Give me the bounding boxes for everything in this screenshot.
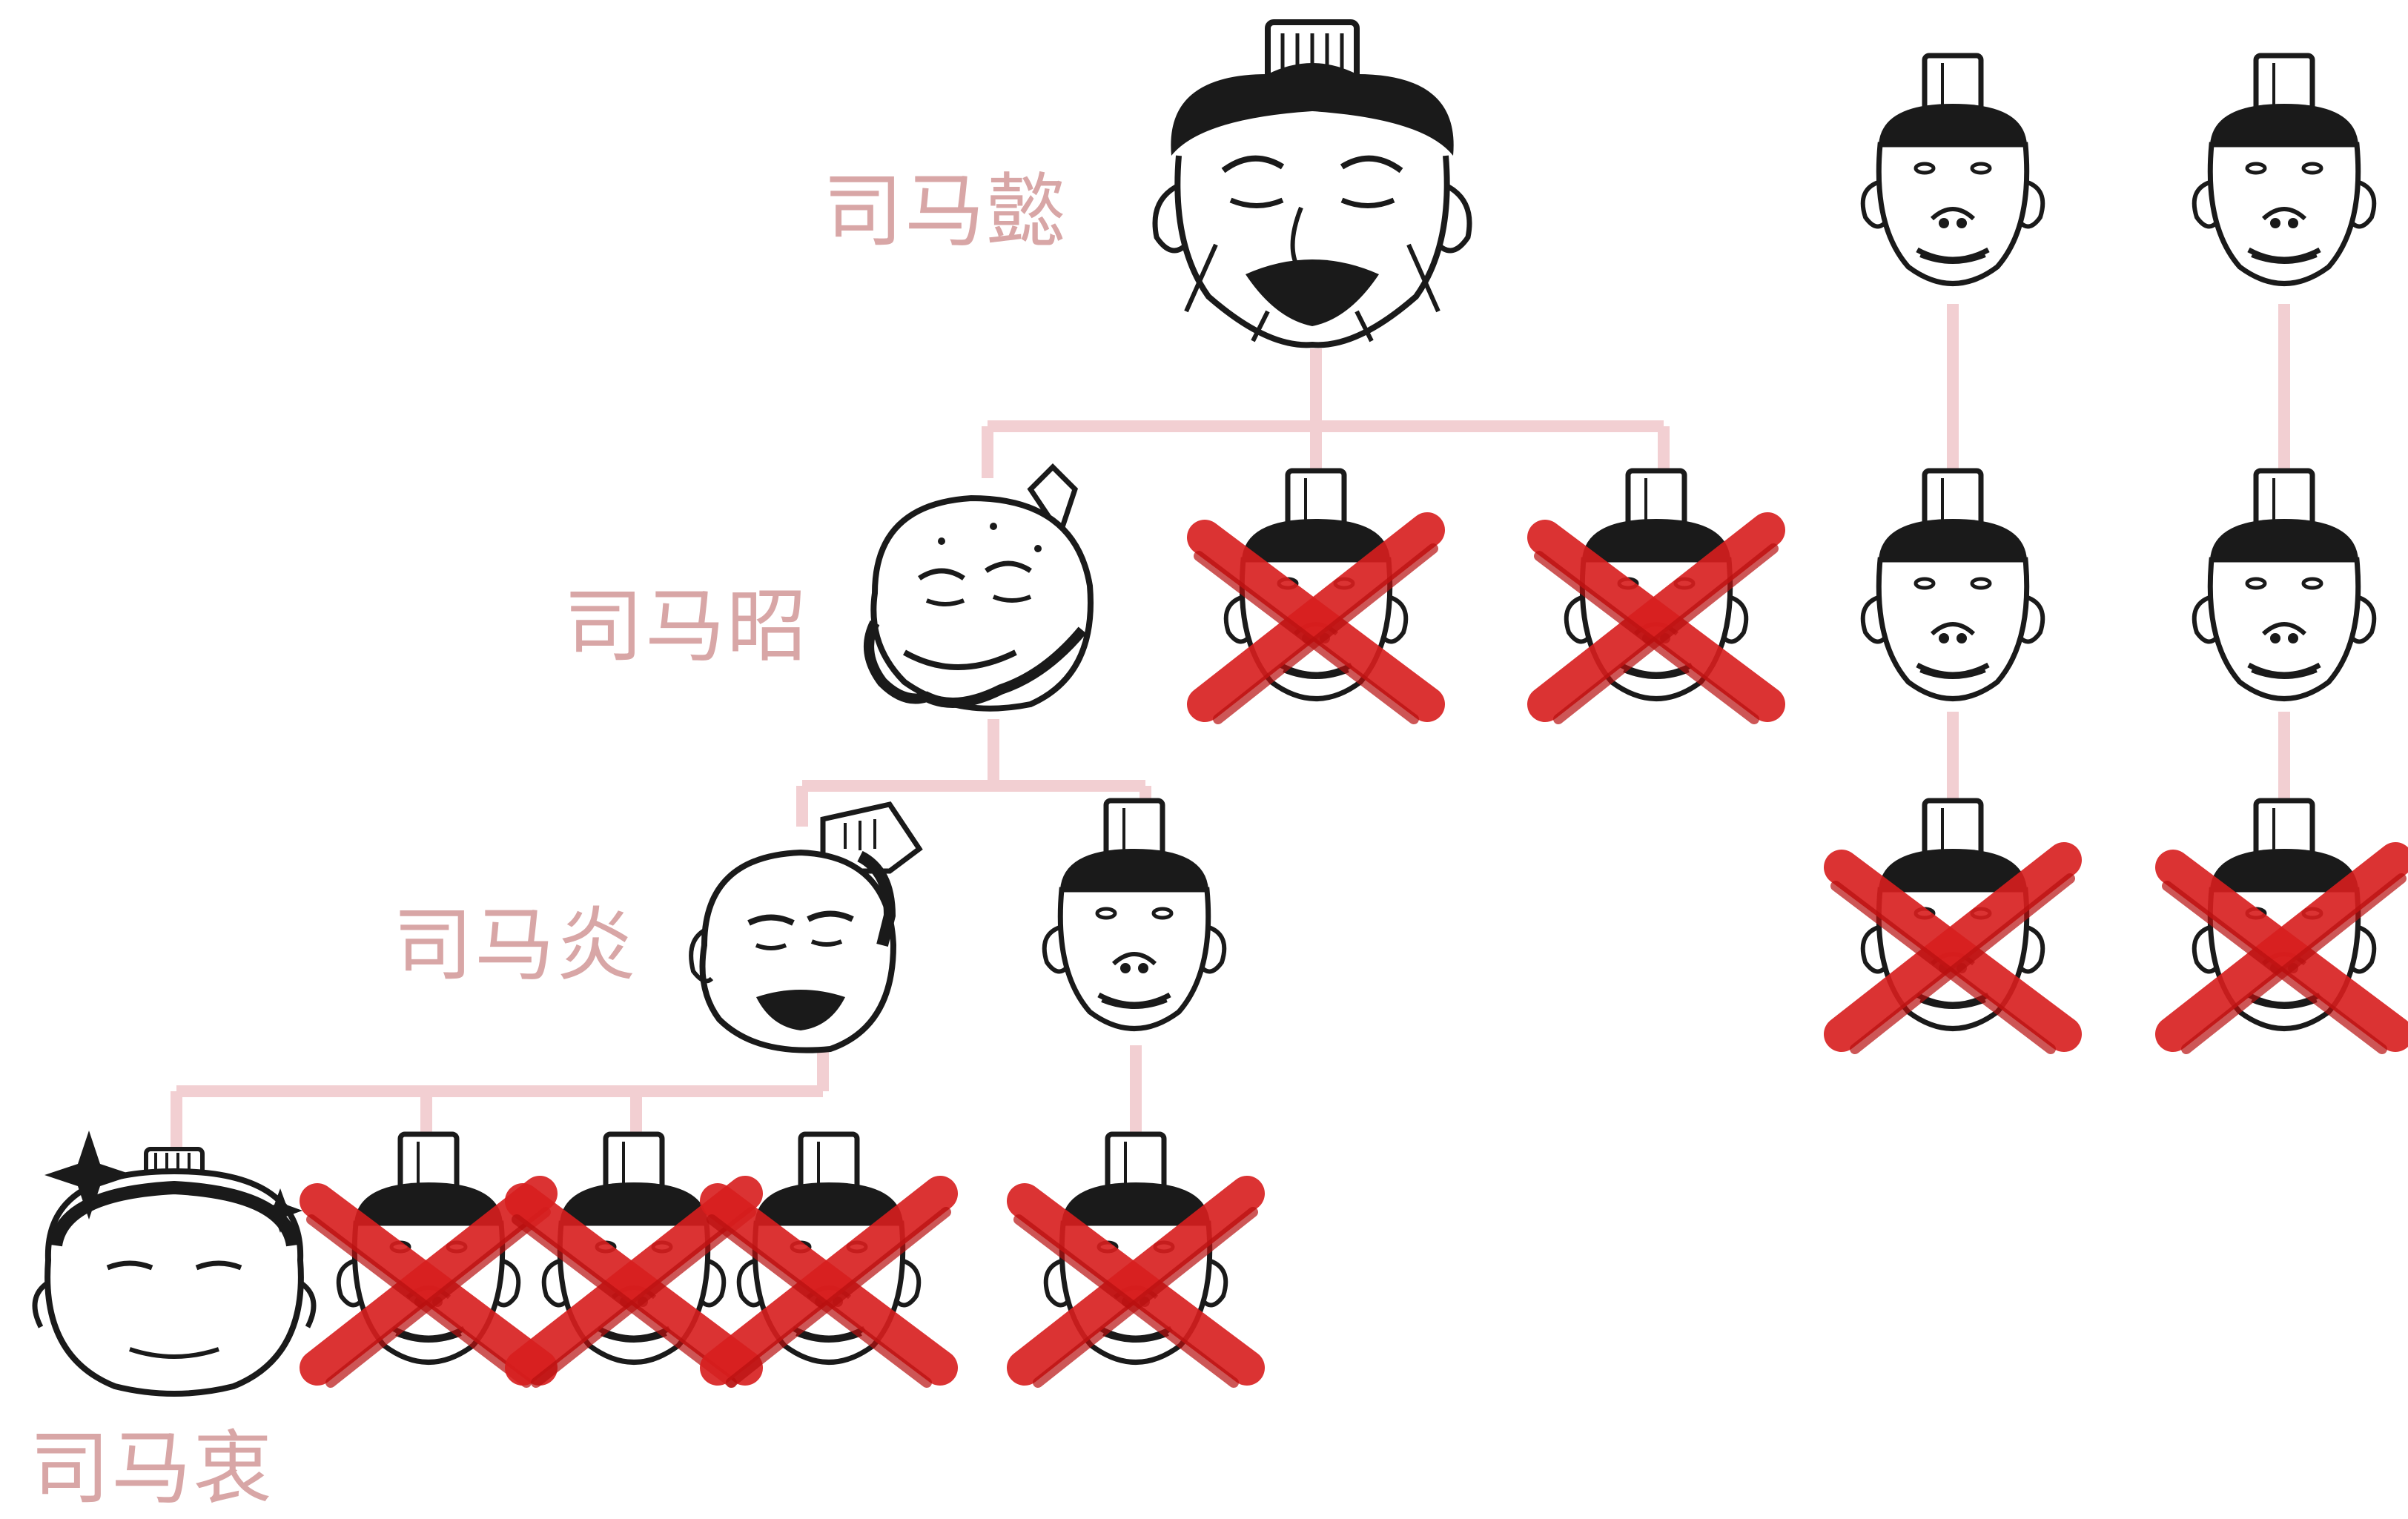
col-a-1-face [1863,56,2043,284]
label-sima-zhong: 司马衷 [30,1423,275,1515]
label-sima-yan: 司马炎 [393,899,638,992]
zhao-son-2-face [1045,801,1225,1029]
col-b-2-face [2194,471,2375,699]
connector-lines [171,304,2290,1164]
sima-yan-face [689,801,923,1053]
sima-yi-face [1152,19,1472,348]
sima-zhong-face [32,1131,317,1397]
label-sima-zhao: 司马昭 [563,580,809,673]
col-b-1-face [2194,56,2375,284]
label-sima-yi: 司马懿 [823,165,1068,258]
col-a-2-face [1863,471,2043,699]
sima-zhao-face [864,463,1094,712]
